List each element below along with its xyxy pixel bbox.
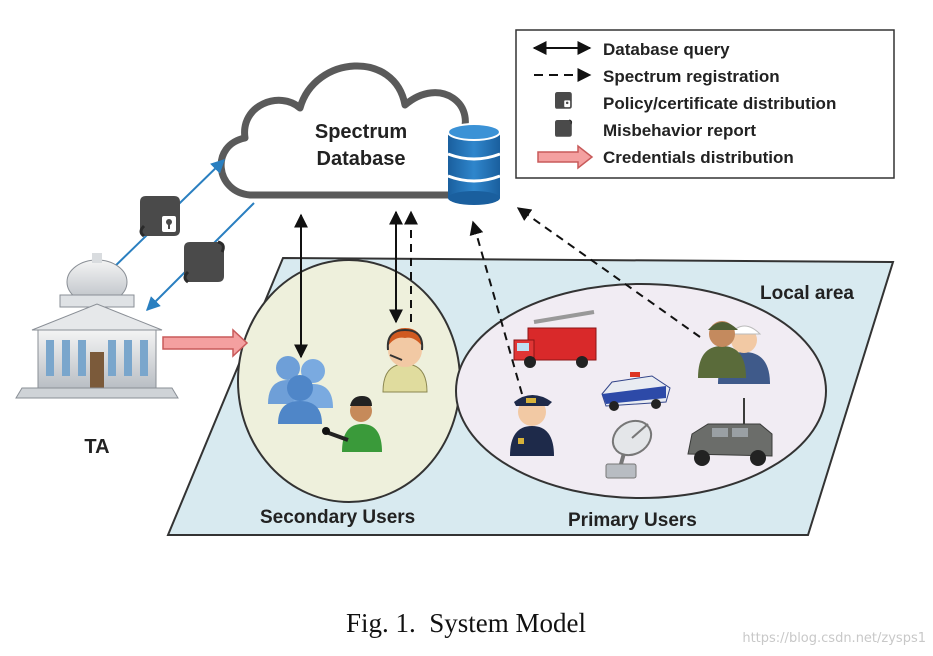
database-icon xyxy=(447,123,501,205)
credentials-arrow xyxy=(162,328,249,358)
fire-truck-icon xyxy=(513,310,597,368)
registration-arrow-police xyxy=(469,220,523,395)
pink-arrow-icon xyxy=(537,144,594,170)
police-car-icon xyxy=(601,372,671,411)
headset-user-icon xyxy=(382,328,428,393)
scroll-key-icon xyxy=(555,92,572,109)
secondary-users-label: Secondary Users xyxy=(260,507,415,528)
user-group-icon xyxy=(268,356,333,424)
legend-label-4: Credentials distribution xyxy=(603,148,794,167)
reporter-icon xyxy=(322,396,382,452)
legend-label-2: Policy/certificate distribution xyxy=(603,94,836,113)
legend-label-0: Database query xyxy=(603,40,730,59)
registration-arrow-military xyxy=(516,207,701,338)
local-area-label: Local area xyxy=(760,283,854,304)
ta-building-icon xyxy=(15,253,179,399)
satellite-dish-icon xyxy=(605,419,653,479)
legend-label-3: Misbehavior report xyxy=(603,121,756,140)
scroll-icon xyxy=(555,119,573,137)
scroll-icon xyxy=(183,240,225,284)
scroll-key-icon xyxy=(139,196,180,238)
cloud-label-line1: Spectrum xyxy=(315,121,407,143)
legend: Database query Spectrum registration Pol… xyxy=(532,40,836,170)
ta-label: TA xyxy=(84,436,109,458)
police-officer-icon xyxy=(510,395,554,456)
military-personnel-icon xyxy=(698,321,770,384)
secondary-users-circle xyxy=(237,259,461,503)
cloud-label-line2: Database xyxy=(317,148,406,170)
legend-label-1: Spectrum registration xyxy=(603,67,780,86)
primary-users-label: Primary Users xyxy=(568,510,697,531)
watermark: https://blog.csdn.net/zysps1 xyxy=(742,631,926,646)
figure-caption: Fig. 1. System Model xyxy=(346,608,586,638)
military-vehicle-icon xyxy=(687,398,773,466)
